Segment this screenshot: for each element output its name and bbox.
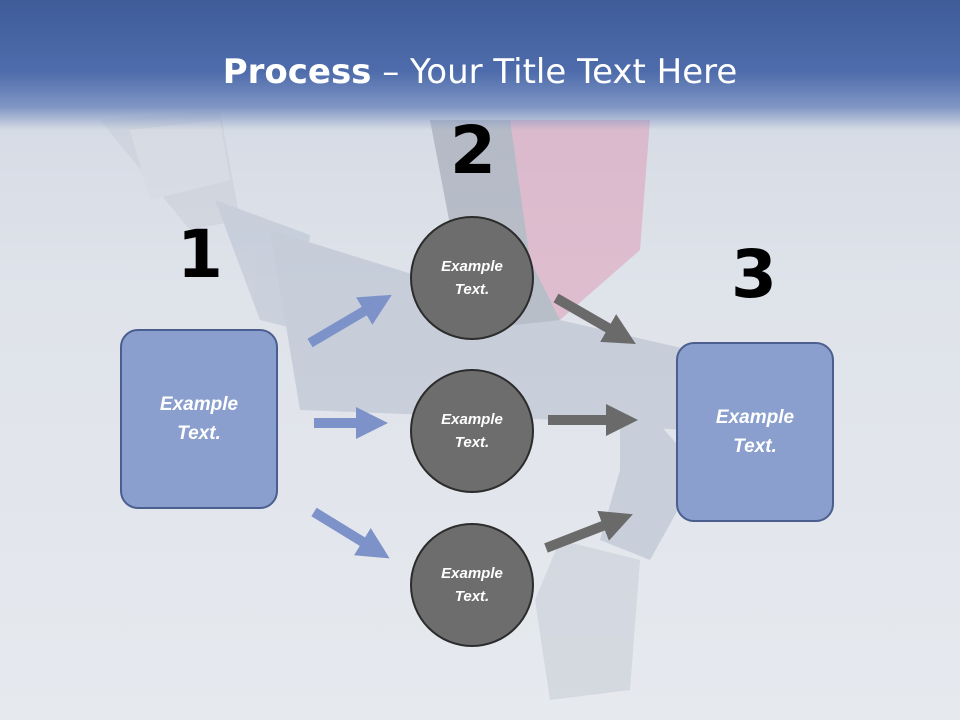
arrow-top-to-3 [553,293,636,344]
circle-top: Example Text. [410,216,534,340]
arrow-1-to-top [307,294,392,348]
circle-bottom-label: Example Text. [441,565,503,605]
circle-top-label: Example Text. [441,258,503,298]
step-number-3: 3 [731,236,777,313]
arrow-bottom-to-3 [544,510,633,553]
circle-bottom: Example Text. [410,523,534,647]
circle-middle: Example Text. [410,369,534,493]
step-3-box: Example Text. [676,342,834,522]
step-number-2: 2 [450,112,496,189]
circle-middle-label: Example Text. [441,411,503,451]
step-1-label: Example Text. [159,394,239,444]
title-bold: Process [222,52,372,92]
arrow-1-to-bottom [311,507,390,559]
title-rest: – Your Title Text Here [371,52,738,92]
title-bar [0,0,960,130]
step-3-label: Example Text. [715,407,795,457]
step-number-1: 1 [177,216,223,293]
step-1-box: Example Text. [120,329,278,509]
page-title: Process – Your Title Text Here [0,52,960,92]
